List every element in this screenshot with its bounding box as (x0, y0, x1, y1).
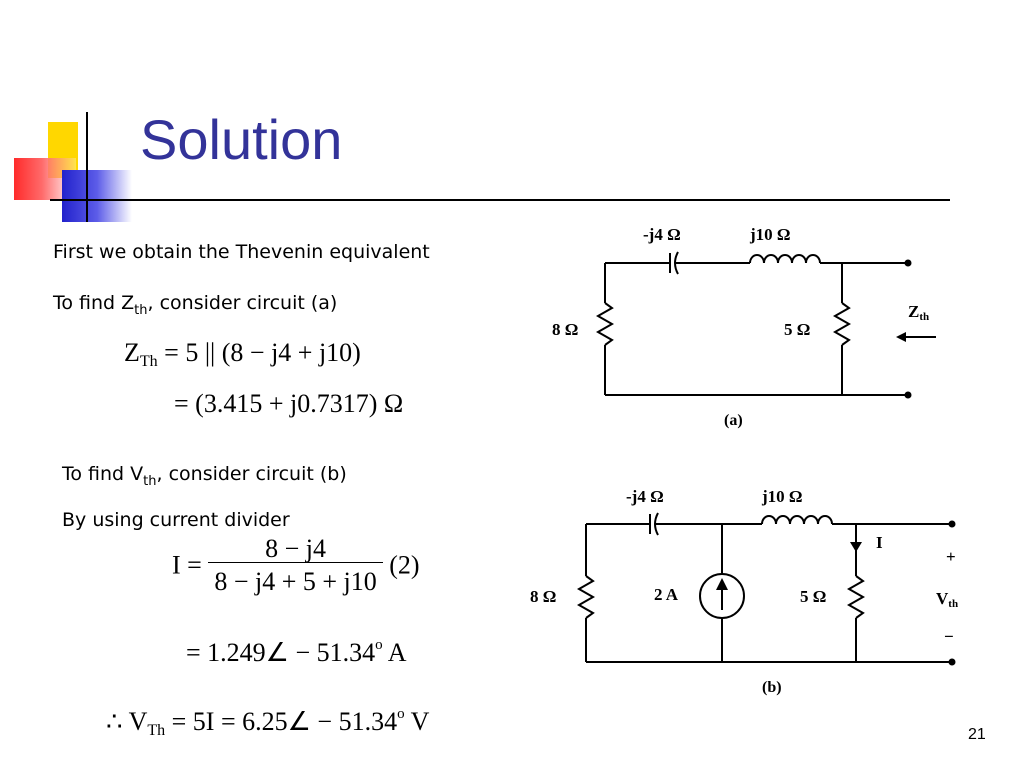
circuit-b-terminal-top (948, 520, 956, 528)
circuit-b-inductor (761, 515, 833, 525)
circuit-b-vth-label: Vth (936, 589, 958, 610)
circuit-b-resistor-5 (846, 575, 866, 619)
circuit-b-diagram: -j4 Ω j10 Ω 8 Ω 2 A 5 Ω I + Vth − (b) (530, 487, 958, 696)
circuit-b-current-arrowhead (850, 542, 862, 552)
circuit-b-r2-label: 5 Ω (800, 587, 826, 606)
slide-title: Solution (140, 108, 343, 171)
circuit-a-terminal-top (904, 259, 912, 267)
find-zth-text: To find Zth, consider circuit (a) (53, 292, 338, 318)
circuit-b-src-label: 2 A (654, 585, 679, 604)
circuit-a-r2-label: 5 Ω (784, 320, 810, 339)
current-result: = 1.249∠ − 51.34o A (186, 637, 407, 667)
circuit-b-capacitor-curve (654, 512, 659, 536)
circuit-b-current-label: I (876, 533, 883, 552)
circuit-b-ind-label: j10 Ω (761, 487, 803, 506)
circuit-a-inductor (749, 254, 821, 264)
circuit-a-cap-label: -j4 Ω (643, 225, 681, 244)
intro-text: First we obtain the Thevenin equivalent (53, 241, 430, 263)
circuit-a-resistor-8 (595, 302, 615, 346)
circuit-b-terminal-bottom (948, 658, 956, 666)
circuit-b-caption: (b) (762, 679, 782, 696)
circuit-a-diagram: -j4 Ω j10 Ω 8 Ω 5 Ω Zth (a) (552, 225, 936, 429)
title-underline (50, 199, 950, 201)
page-number: 21 (968, 726, 986, 743)
title-decoration-blue (62, 170, 132, 222)
circuit-b-cap-label: -j4 Ω (626, 487, 664, 506)
circuit-b-minus: − (944, 627, 954, 646)
circuit-b-r1-label: 8 Ω (530, 587, 556, 606)
circuit-a-terminal-bottom (904, 391, 912, 399)
title-decoration-vertical-line (86, 112, 88, 222)
circuit-b-source-arrowhead (716, 578, 728, 590)
current-fraction: 8 − j4 8 − j4 + 5 + j10 (208, 536, 383, 595)
find-vth-text: To find Vth, consider circuit (b) (62, 463, 347, 489)
circuit-a-caption: (a) (724, 412, 743, 429)
zth-result: = (3.415 + j0.7317) Ω (174, 389, 404, 418)
current-divider-text: By using current divider (62, 509, 290, 531)
circuit-a-ind-label: j10 Ω (749, 225, 791, 244)
circuit-b-resistor-8 (576, 575, 596, 619)
circuit-b-plus: + (946, 547, 956, 566)
circuit-a-r1-label: 8 Ω (552, 320, 578, 339)
zth-equation: ZTh = 5 || (8 − j4 + j10) (124, 338, 361, 370)
circuit-a-capacitor-curve (674, 251, 679, 275)
circuit-a-resistor-5 (832, 302, 852, 346)
current-equation: I = 8 − j4 8 − j4 + 5 + j10 (2) (172, 534, 420, 596)
vth-result: ∴ VTh = 5I = 6.25∠ − 51.34o V (106, 706, 430, 739)
circuit-a-zth-label: Zth (908, 302, 929, 323)
circuit-a-zth-arrowhead (896, 332, 906, 342)
